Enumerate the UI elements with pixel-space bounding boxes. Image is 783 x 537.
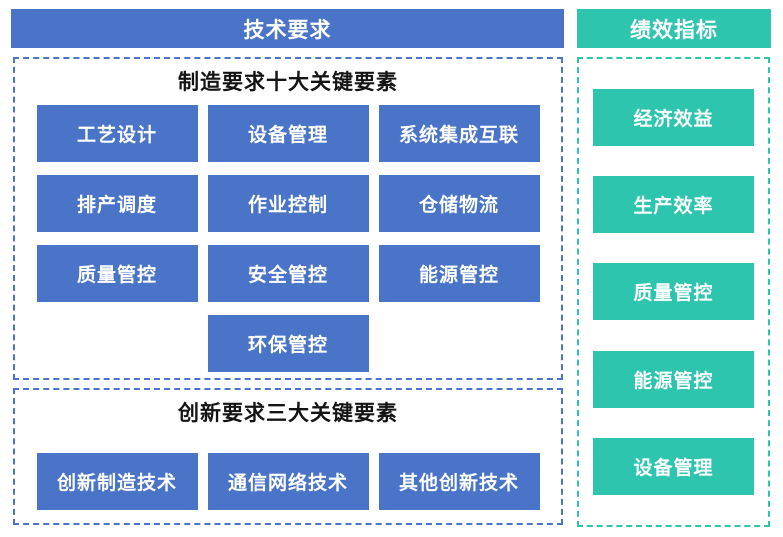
manufacturing-elements-grid: 工艺设计 设备管理 系统集成互联 排产调度 作业控制 仓储物流 质量管控 安全管… [15, 105, 561, 372]
element-box-other-innovative-tech: 其他创新技术 [378, 453, 540, 510]
technical-requirements-header-label: 技术要求 [243, 18, 332, 42]
element-box-energy-control: 能源管控 [378, 245, 540, 302]
element-box-innovative-manufacturing-tech: 创新制造技术 [36, 453, 198, 510]
manufacturing-requirements-section: 制造要求十大关键要素 工艺设计 设备管理 系统集成互联 排产调度 作业控制 仓储… [13, 57, 563, 380]
performance-indicators-section: 经济效益 生产效率 质量管控 能源管控 设备管理 [577, 57, 770, 527]
technical-requirements-header: 技术要求 [11, 9, 564, 48]
kpi-box-equipment-management: 设备管理 [593, 437, 754, 495]
performance-indicators-header-label: 绩效指标 [630, 18, 718, 42]
element-box-system-integration: 系统集成互联 [378, 105, 540, 162]
element-box-safety-control: 安全管控 [207, 245, 369, 302]
innovation-requirements-section: 创新要求三大关键要素 创新制造技术 通信网络技术 其他创新技术 [13, 388, 563, 525]
kpi-box-energy-control: 能源管控 [593, 350, 754, 408]
innovation-section-title: 创新要求三大关键要素 [178, 402, 398, 425]
element-box-process-design: 工艺设计 [36, 105, 198, 162]
element-box-warehouse-logistics: 仓储物流 [378, 175, 540, 232]
element-box-quality-control: 质量管控 [36, 245, 198, 302]
kpi-box-quality-control: 质量管控 [593, 263, 754, 321]
innovation-elements-grid: 创新制造技术 通信网络技术 其他创新技术 [15, 453, 561, 510]
element-box-production-scheduling: 排产调度 [36, 175, 198, 232]
kpi-box-production-efficiency: 生产效率 [593, 176, 754, 234]
performance-indicators-header: 绩效指标 [577, 9, 771, 48]
element-box-environmental-control: 环保管控 [207, 315, 369, 372]
manufacturing-section-title: 制造要求十大关键要素 [178, 71, 398, 94]
kpi-box-economic-benefit: 经济效益 [593, 89, 754, 147]
element-box-communication-network-tech: 通信网络技术 [207, 453, 369, 510]
element-box-operation-control: 作业控制 [207, 175, 369, 232]
element-box-equipment-management: 设备管理 [207, 105, 369, 162]
